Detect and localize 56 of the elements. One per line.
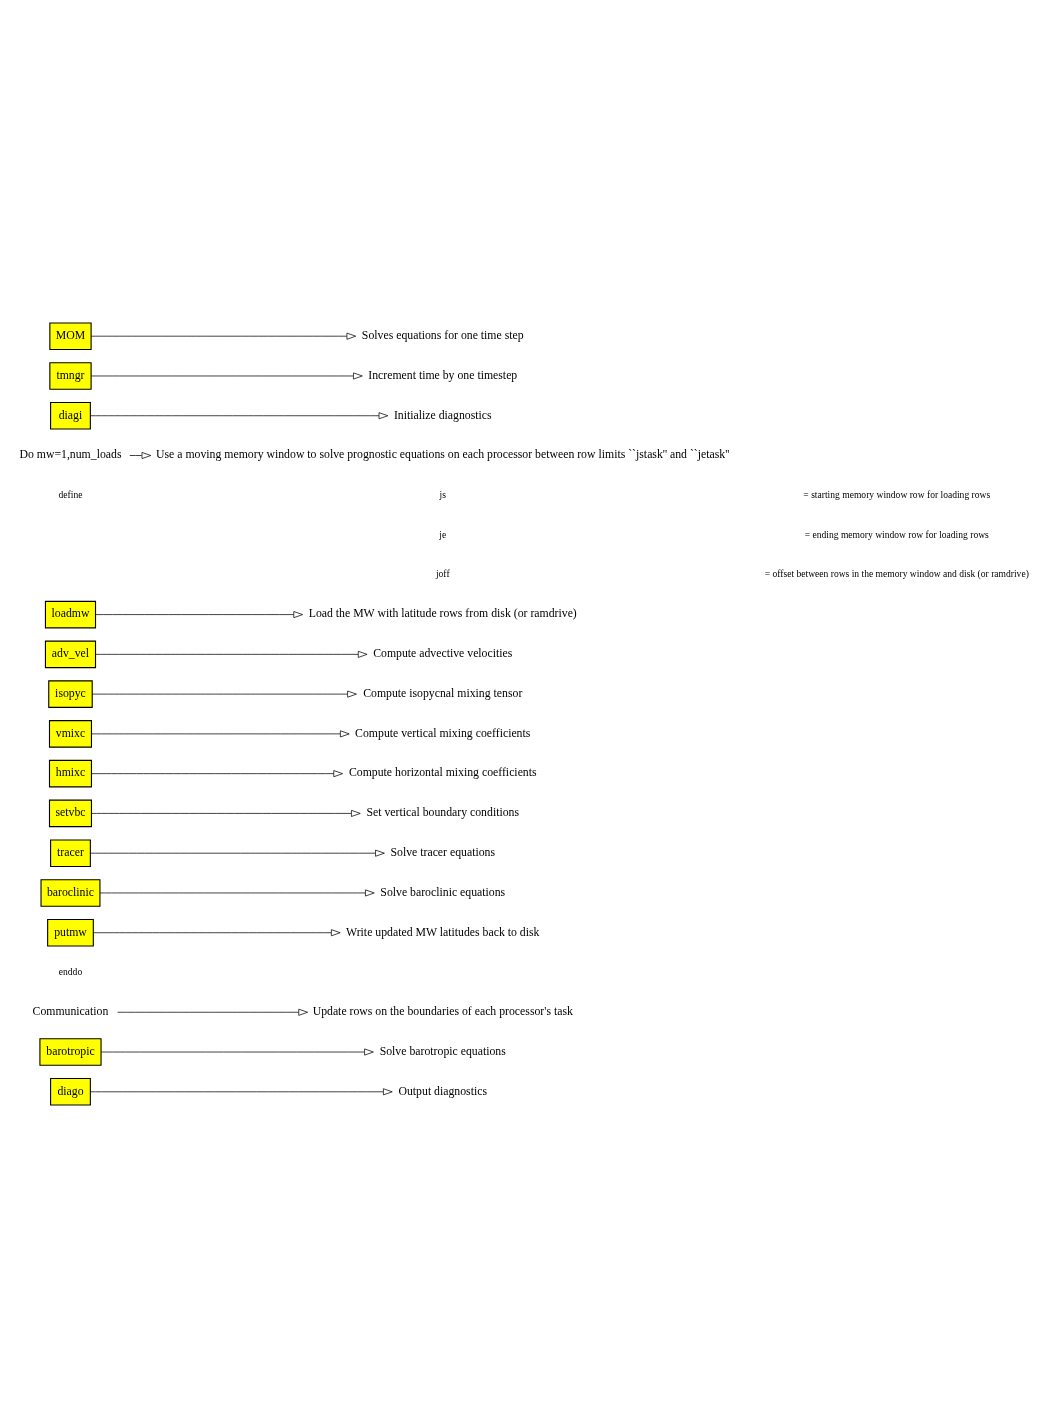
label: = starting memory window row for loading rows [803, 488, 991, 500]
node-text: Solves equations for one time step [361, 328, 524, 342]
node-text: Solve barotropic equations [379, 1044, 506, 1058]
node-box: tmngr [49, 361, 92, 390]
node-box: setvbc [48, 799, 92, 827]
label: js [439, 488, 446, 500]
arrow [93, 928, 341, 936]
node-text: Do mw=1,num_loads [19, 447, 122, 461]
node-box: putmw [47, 918, 94, 947]
node-box: baroclinic [40, 878, 101, 907]
arrow [91, 769, 343, 777]
arrow [91, 690, 357, 698]
node-box: tracer [50, 838, 91, 867]
node-text: Compute horizontal mixing coefficients [348, 765, 537, 779]
node-text: Compute advective velocities [373, 646, 513, 660]
node-text: Compute vertical mixing coefficients [355, 726, 531, 740]
node-text: Solve tracer equations [390, 845, 496, 859]
label: joff [435, 567, 450, 579]
node-text: Set vertical boundary conditions [366, 805, 520, 819]
node-text: Write updated MW latitudes back to disk [346, 925, 540, 939]
node-text: Solve baroclinic equations [380, 885, 506, 899]
node-text: Increment time by one timestep [368, 368, 518, 382]
arrow [90, 1087, 393, 1095]
arrow [91, 729, 350, 737]
node-text: Update rows on the boundaries of each processor's task [312, 1004, 573, 1018]
arrow [90, 332, 357, 340]
arrow [129, 451, 152, 459]
arrow [90, 372, 363, 379]
arrow [91, 809, 361, 817]
node-text: Use a moving memory window to solve prognostic equations on each processor between row limits ``jstask'' and ``jetask'' [156, 447, 730, 461]
arrow [90, 849, 385, 857]
node-box: diago [50, 1077, 91, 1106]
node-box: barotropic [39, 1037, 102, 1066]
arrow [90, 411, 389, 419]
label: enddo [58, 965, 83, 977]
arrow [95, 650, 368, 658]
node-box: adv_vel [44, 640, 97, 668]
arrow [99, 889, 375, 896]
node-text: Initialize diagnostics [393, 408, 492, 422]
node-box: vmixc [48, 719, 92, 748]
label: je [439, 528, 447, 540]
label: define [58, 488, 83, 500]
node-box: MOM [49, 321, 92, 350]
node-text: Load the MW with latitude rows from disk (or ramdrive) [308, 606, 577, 620]
label: = ending memory window row for loading rows [804, 528, 989, 540]
arrow [117, 1008, 308, 1016]
node-text: Output diagnostics [398, 1084, 488, 1098]
node-text: Compute isopycnal mixing tensor [363, 686, 523, 700]
node-box: loadmw [44, 600, 97, 628]
label: = offset between rows in the memory window and disk (or ramdrive) [764, 567, 1029, 579]
arrow [95, 610, 303, 618]
node-box: hmixc [48, 759, 92, 787]
node-text: Communication [32, 1004, 109, 1018]
arrow [100, 1048, 374, 1055]
node-box: isopyc [48, 679, 93, 708]
node-box: diagi [50, 401, 91, 430]
